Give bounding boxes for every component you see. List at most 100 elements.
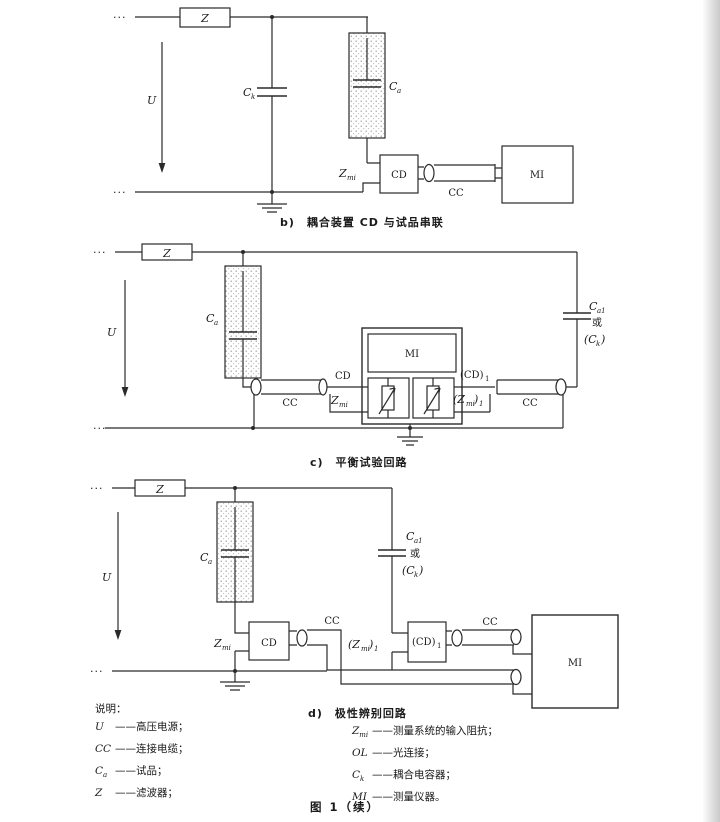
cable-straight-d — [451, 628, 532, 655]
legend-left-column: 说明： U——高压电源； CC——连接电缆； Ca——试品； Z——滤波器； — [95, 700, 189, 806]
ca-sub-c: a — [214, 319, 218, 327]
coupling-device-box-b — [379, 154, 419, 194]
filter-box-d — [134, 479, 186, 497]
wires-d — [112, 487, 452, 672]
legend-row: CC——连接电缆； — [95, 743, 189, 756]
ellipsis-bottom-d: ··· — [90, 665, 104, 678]
cc-label-b: CC — [448, 188, 464, 199]
zmi1-s2-c: 1 — [479, 400, 483, 408]
legend-row: OL——光连接； — [352, 747, 435, 760]
test-object-capacitor-d — [221, 507, 249, 602]
ca-sub-d: a — [208, 558, 212, 566]
diagram-c — [105, 243, 591, 446]
zmi-sub-b: mi — [347, 174, 356, 182]
cc1-label-d: CC — [324, 616, 340, 627]
instrument-box-c — [367, 333, 457, 373]
legend-row: U——高压电源； — [95, 721, 189, 733]
ground-symbol-b — [257, 192, 287, 213]
ca-sub-b: a — [397, 87, 401, 95]
ck-alt-s1-c: k — [596, 340, 600, 348]
mi-label-b: MI — [530, 170, 544, 181]
ca-label-b: C — [389, 80, 398, 93]
legend-right-column: Zmi——测量系统的输入阻抗； OL——光连接； Ck——耦合电容器； MI——… — [352, 722, 498, 810]
test-object-capacitor-b — [353, 38, 381, 88]
mi-label-d: MI — [568, 658, 582, 669]
filter-label-b: Z — [200, 12, 209, 25]
legend-row: Ca——试品； — [95, 765, 168, 780]
alt-capacitor-d — [378, 549, 406, 557]
wires-c — [105, 251, 578, 429]
ca-label-c: C — [206, 312, 215, 325]
or-label-c: 或 — [592, 317, 602, 329]
filter-box-c — [141, 243, 193, 261]
page-edge-shadow — [702, 0, 720, 822]
cc-left-label-c: CC — [282, 398, 298, 409]
cable-right-c — [496, 378, 567, 396]
cd1-label-d: (CD) — [412, 637, 436, 648]
voltage-label-c: U — [107, 326, 117, 339]
filter-label-c: Z — [162, 247, 171, 260]
legend-row: Zmi——测量系统的输入阻抗； — [352, 725, 498, 740]
labels-c: ··· ··· Z U C a CC CC CD Z mi MI (CD) 1 … — [93, 246, 606, 435]
ck-alt-s1-d: k — [414, 571, 418, 579]
alt-capacitor-c — [563, 312, 591, 320]
ground-symbol-d — [220, 671, 250, 691]
labels-b: ··· ··· Z U C k C a Z mi CD CC MI — [113, 11, 544, 199]
ca1-sub-d: a1 — [414, 537, 423, 545]
voltage-arrow-b — [158, 42, 166, 173]
wires-b — [135, 16, 502, 193]
zmi1-p2-c: ) — [473, 393, 478, 406]
coupling-device-box-d — [248, 621, 290, 661]
filter-label-d: Z — [155, 483, 164, 496]
variable-impedance-symbol-left — [378, 378, 396, 418]
ellipsis-top-b: ··· — [113, 11, 127, 24]
instrument-box-b — [501, 145, 574, 204]
labels-d: ··· ··· Z U C a Z mi CD CC CC C a1 或 (C … — [90, 482, 582, 678]
cable-connector-b — [423, 163, 435, 183]
cd1-sub-c: 1 — [485, 375, 489, 383]
filter-box-b — [179, 7, 231, 28]
zmi1-s2-d: 1 — [374, 645, 378, 653]
voltage-label-d: U — [102, 571, 112, 584]
ca1-sub-c: a1 — [597, 307, 606, 315]
legend-title: 说明： — [95, 703, 127, 715]
ck-sub-b: k — [251, 93, 255, 101]
coupling-device-1-box-d — [407, 621, 447, 663]
cable-left-c — [250, 378, 328, 396]
zmi1-p1-d: (Z — [348, 638, 360, 651]
diagram-b — [135, 7, 574, 213]
zmi1-s1-d: mi — [361, 645, 370, 653]
variable-impedance-symbol-right — [423, 378, 441, 418]
caption-d: d) 极性辨别回路 — [308, 707, 407, 720]
instrument-box-d — [531, 614, 619, 709]
diagram-d — [112, 479, 619, 709]
figure-caption: 图 1（续） — [309, 800, 380, 814]
or-label-d: 或 — [410, 548, 420, 560]
zmi-sub-d: mi — [222, 644, 231, 652]
zmi-label-d: Z — [213, 637, 222, 650]
instrument-outer-box-c — [361, 327, 463, 425]
ellipsis-bottom-c: ··· — [93, 422, 107, 435]
voltage-arrow-c — [121, 280, 129, 397]
cd-label-d: CD — [261, 638, 277, 649]
cc-right-label-c: CC — [522, 398, 538, 409]
junction-dots-d — [233, 486, 237, 673]
test-object-capacitor-c — [229, 271, 257, 378]
ck-alt-p2-d: ) — [418, 564, 423, 577]
zmi-label-c: Z — [330, 394, 339, 407]
ellipsis-top-c: ··· — [93, 246, 107, 259]
ck-alt-p2-c: ) — [600, 333, 605, 346]
voltage-arrow-d — [114, 512, 122, 640]
zmi1-s1-c: mi — [466, 400, 475, 408]
ca1-label-d: C — [406, 530, 415, 543]
junction-dots-c — [241, 250, 412, 430]
zmi-label-b: Z — [338, 167, 347, 180]
junction-dots-b — [270, 15, 274, 194]
cd1-label-c: (CD) — [460, 370, 484, 381]
cd-label-c: CD — [335, 371, 351, 382]
ck-alt-p1-c: (C — [584, 333, 597, 346]
ck-alt-p1-d: (C — [402, 564, 415, 577]
voltage-label-b: U — [147, 94, 157, 107]
